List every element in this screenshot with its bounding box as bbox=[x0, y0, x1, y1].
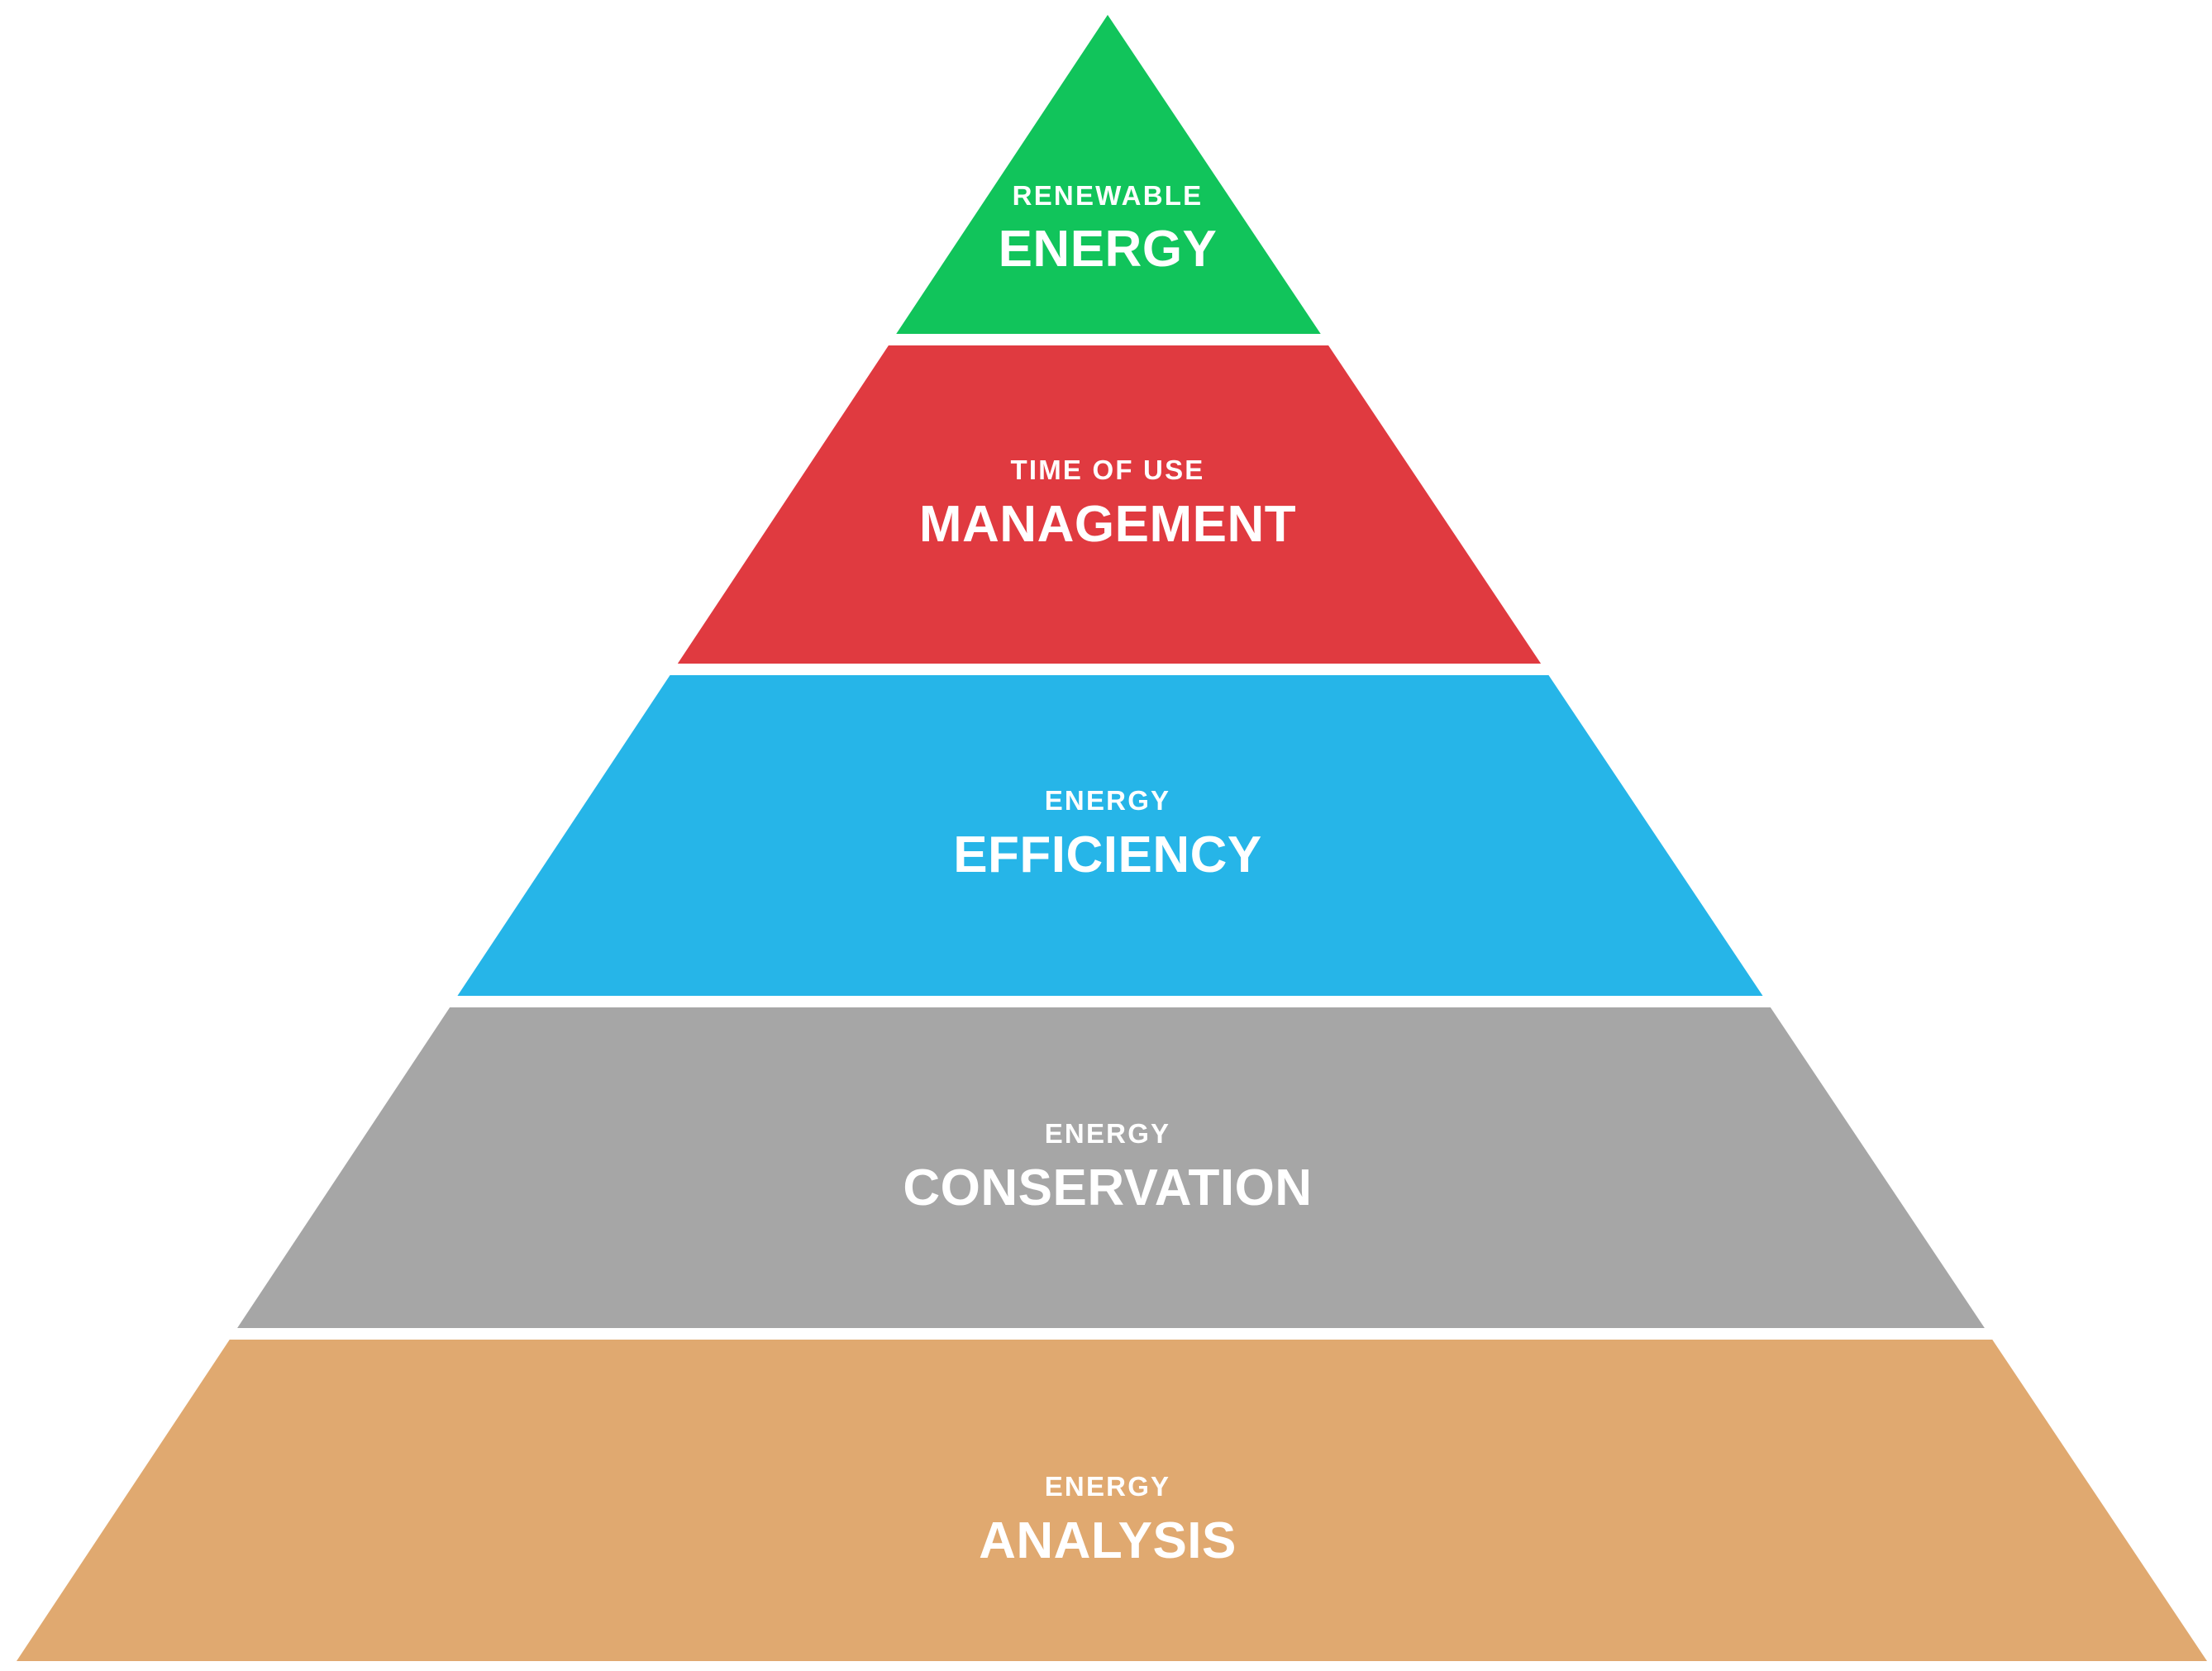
tier-base-title: ANALYSIS bbox=[979, 1512, 1237, 1569]
tier-middle-subtitle: ENERGY bbox=[1045, 785, 1171, 816]
tier-fourth-subtitle: ENERGY bbox=[1045, 1118, 1171, 1149]
pyramid-tier-top[interactable] bbox=[896, 15, 1321, 334]
tier-top-subtitle: RENEWABLE bbox=[1013, 180, 1204, 211]
tier-second-title: MANAGEMENT bbox=[919, 496, 1296, 553]
tier-middle-title: EFFICIENCY bbox=[953, 826, 1262, 883]
tier-fourth-title: CONSERVATION bbox=[903, 1159, 1312, 1216]
pyramid-tier-base[interactable] bbox=[17, 1340, 2207, 1661]
pyramid-tier-fourth[interactable] bbox=[237, 1007, 1985, 1328]
tier-second-subtitle: TIME OF USE bbox=[1010, 455, 1204, 485]
pyramid-tier-second[interactable] bbox=[677, 345, 1542, 664]
tier-top-title: ENERGY bbox=[999, 221, 1218, 278]
tier-base-subtitle: ENERGY bbox=[1045, 1471, 1171, 1502]
pyramid-tier-middle[interactable] bbox=[457, 675, 1763, 996]
pyramid-tier-group: RENEWABLE ENERGY TIME OF USE MANAGEMENT ENER… bbox=[17, 15, 2207, 1661]
